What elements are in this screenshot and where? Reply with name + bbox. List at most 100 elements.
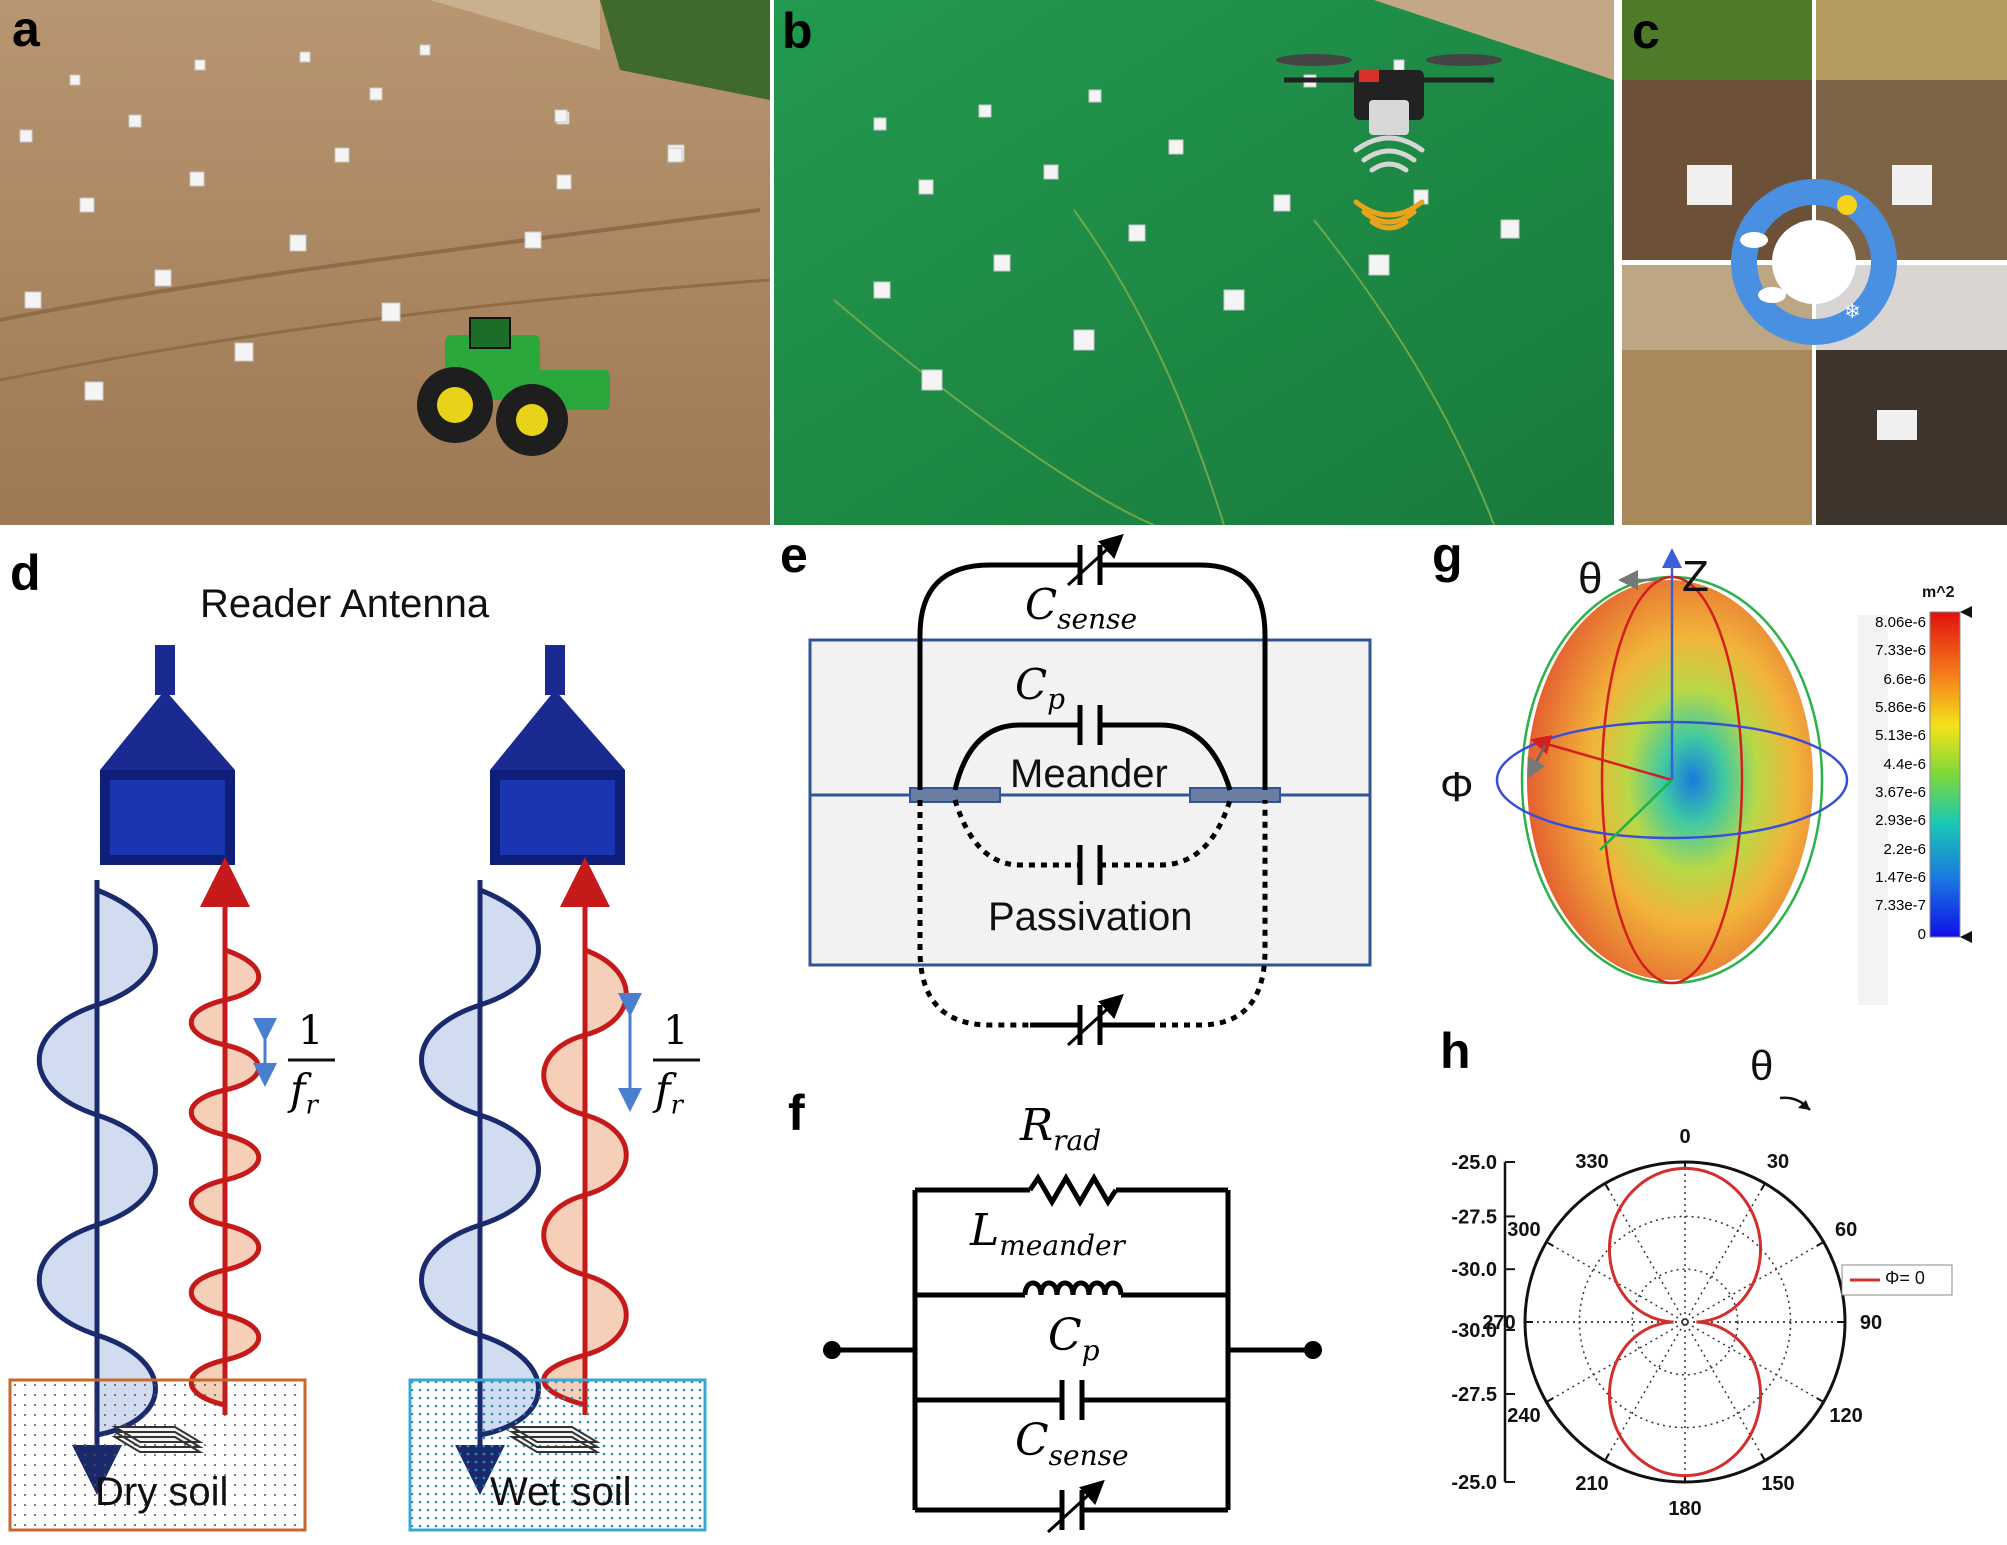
- sensor-tag-wet: [508, 1426, 601, 1453]
- polar-tick-mark: [1816, 1241, 1825, 1247]
- field-illustration-a: [0, 0, 770, 525]
- tractor-icon: [417, 317, 610, 456]
- wet-soil-label: Wet soil: [490, 1470, 632, 1514]
- incident-wave-right: [419, 880, 541, 1495]
- panel-e-sensor-circuit: e Csense: [770, 530, 1410, 1080]
- rcs-scale-ticks: 8.06e-6 7.33e-6 6.6e-6 5.86e-6 5.13e-6 4…: [1852, 614, 1932, 954]
- panel-label-e: e: [780, 530, 808, 583]
- dry-soil-box: [8, 1378, 307, 1532]
- period-fraction-den-right: fr: [655, 1065, 683, 1121]
- polar-angle-tick: 150: [1761, 1473, 1794, 1495]
- wireless-signal-icon: [1353, 135, 1425, 231]
- polar-angle-tick: 180: [1668, 1498, 1701, 1520]
- svg-text:❄: ❄: [1844, 299, 1861, 323]
- phi-axis-label: Φ: [1440, 763, 1474, 810]
- panel-b-field-photo: b: [774, 0, 1614, 525]
- polar-tick-mark: [1604, 1453, 1610, 1462]
- panel-a-field-photo: a: [0, 0, 770, 525]
- sensor-cross-section: [808, 533, 1372, 1047]
- polar-angle-tick: 330: [1575, 1151, 1608, 1173]
- polar-grid: [1523, 1160, 1847, 1484]
- horn-antenna-left: [100, 645, 235, 865]
- polar-radial-tick: -27.5: [1451, 1384, 1497, 1406]
- reflected-wave-left: [189, 857, 261, 1415]
- scale-tick: 3.67e-6: [1875, 784, 1926, 801]
- panel-g-radiation-pattern: g: [1410, 530, 2007, 1020]
- c-p-label: Cp: [1015, 660, 1066, 716]
- scale-tick: 8.06e-6: [1875, 614, 1926, 631]
- panel-c-season-photo: ❄ c: [1622, 0, 2007, 525]
- scale-tick: 2.93e-6: [1875, 812, 1926, 829]
- c-sense-label: Csense: [1025, 580, 1138, 636]
- polar-legend: [1841, 1264, 1953, 1296]
- scale-tick: 7.33e-6: [1875, 642, 1926, 659]
- rcs-3d-plot: [1495, 548, 1972, 1005]
- c-sense-circuit-label: Csense: [1015, 1415, 1129, 1472]
- passivation-label: Passivation: [988, 895, 1193, 939]
- season-illustration: ❄: [1622, 0, 2007, 525]
- period-fraction-den-left: fr: [290, 1065, 318, 1121]
- sensor-nodes: [19, 44, 685, 401]
- polar-radial-tick: -30.0: [1451, 1320, 1497, 1342]
- rcs-color-scale: [1929, 611, 1961, 938]
- reader-antenna-title: Reader Antenna: [200, 582, 490, 626]
- scale-tick: 4.4e-6: [1883, 756, 1926, 773]
- polar-angle-tick: 60: [1835, 1219, 1857, 1241]
- scale-tick: 5.86e-6: [1875, 699, 1926, 716]
- polar-angle-tick: 210: [1575, 1473, 1608, 1495]
- panel-label-a: a: [12, 1, 40, 57]
- period-fraction-num-left: 1: [298, 1008, 324, 1054]
- polar-legend-label: Φ= 0: [1885, 1268, 1925, 1288]
- polar-angle-tick: 30: [1767, 1151, 1789, 1173]
- panel-label-g: g: [1432, 530, 1463, 583]
- polar-tick-mark: [1760, 1453, 1766, 1462]
- antenna-schematic: [8, 645, 707, 1532]
- polar-tick-mark: [1816, 1397, 1825, 1403]
- polar-angle-tick: 240: [1507, 1405, 1540, 1427]
- panel-f-equivalent-circuit: f Rrad Lmeander: [770, 1080, 1410, 1545]
- horn-antenna-right: [490, 645, 625, 865]
- scale-tick: 1.47e-6: [1875, 869, 1926, 886]
- wet-soil-box: [408, 1378, 707, 1532]
- polar-series-line: [1608, 1166, 1762, 1478]
- polar-tick-mark: [1604, 1182, 1610, 1191]
- polar-tick-mark: [1545, 1397, 1554, 1403]
- scale-tick: 0: [1917, 926, 1926, 943]
- polar-theta-label: θ: [1750, 1042, 1774, 1089]
- polar-tick-mark: [1545, 1241, 1554, 1247]
- scale-tick: 6.6e-6: [1883, 671, 1926, 688]
- incident-wave-left: [37, 880, 158, 1495]
- z-axis-label: Z: [1682, 552, 1709, 601]
- drone-icon: [1276, 54, 1502, 135]
- polar-ring: [1631, 1268, 1739, 1376]
- r-rad-label: Rrad: [1020, 1100, 1102, 1157]
- theta-axis-label: θ: [1578, 554, 1603, 603]
- rcs-unit-label: m^2: [1922, 584, 1955, 601]
- polar-angle-tick: 270: [1482, 1312, 1515, 1334]
- reflected-wave-right: [541, 857, 629, 1415]
- panel-label-c: c: [1632, 3, 1660, 59]
- scale-tick: 7.33e-7: [1875, 897, 1926, 914]
- polar-radial-tick: -25.0: [1451, 1472, 1497, 1494]
- panel-label-h: h: [1440, 1023, 1471, 1079]
- polar-radial-tick: -30.0: [1451, 1259, 1497, 1281]
- equivalent-circuit-schematic: [823, 1173, 1322, 1534]
- season-cycle-icon: ❄: [1731, 179, 1897, 345]
- sensor-nodes-b: [873, 59, 1520, 391]
- polar-angle-tick: 0: [1679, 1126, 1690, 1148]
- scale-tick: 2.2e-6: [1883, 841, 1926, 858]
- polar-angle-tick: 120: [1829, 1405, 1862, 1427]
- polar-radial-tick: -27.5: [1451, 1206, 1497, 1228]
- polar-angle-tick: 300: [1507, 1219, 1540, 1241]
- panel-label-b: b: [782, 3, 813, 59]
- meander-label: Meander: [1010, 752, 1168, 796]
- l-meander-label: Lmeander: [970, 1205, 1125, 1262]
- scale-tick: 5.13e-6: [1875, 727, 1926, 744]
- sensor-tag-dry: [111, 1426, 204, 1453]
- polar-radial-tick: -25.0: [1451, 1152, 1497, 1174]
- panel-label-d: d: [10, 545, 41, 601]
- dry-soil-label: Dry soil: [95, 1470, 229, 1514]
- field-illustration-b: [774, 0, 1614, 525]
